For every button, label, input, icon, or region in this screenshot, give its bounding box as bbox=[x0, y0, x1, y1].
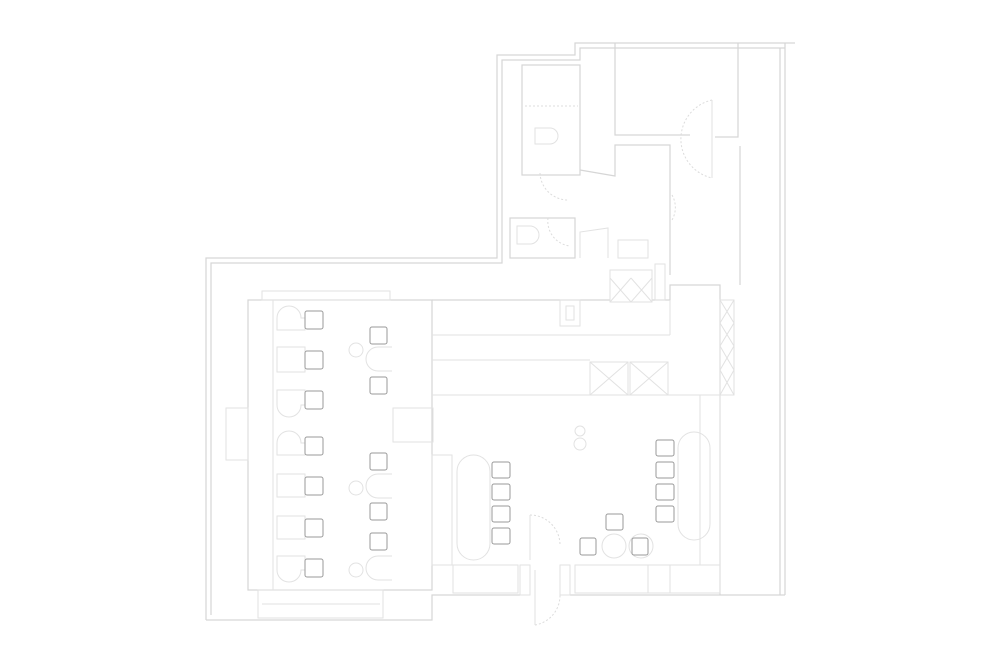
chairs-left bbox=[304, 310, 324, 578]
center-tables bbox=[348, 326, 392, 581]
restrooms bbox=[509, 43, 741, 301]
kitchen-equipment bbox=[573, 269, 735, 451]
dining-room bbox=[225, 290, 434, 619]
main-room bbox=[431, 284, 721, 595]
entrance-door bbox=[519, 514, 571, 626]
outer-walls bbox=[205, 42, 795, 621]
booth-tables bbox=[276, 305, 306, 583]
communal-tables bbox=[456, 431, 711, 561]
